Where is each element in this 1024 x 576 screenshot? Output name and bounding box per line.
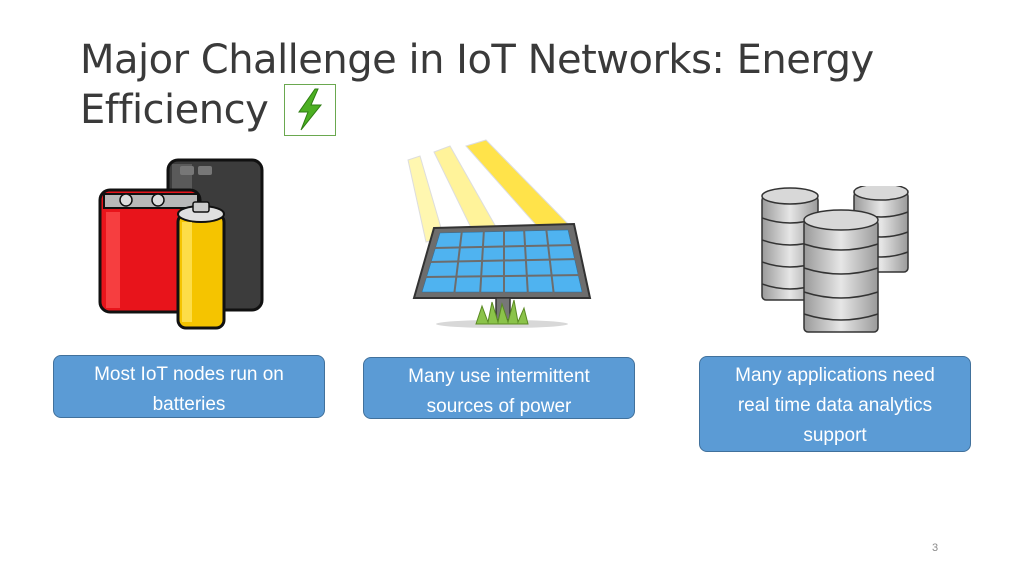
- batteries-box-text: Most IoT nodes run on batteries: [94, 364, 284, 415]
- batteries-icon: [98, 158, 264, 330]
- power-sources-box: Many use intermittent sources of power: [363, 357, 635, 419]
- slide-title-line2: Efficiency: [80, 87, 269, 133]
- lightning-bolt-icon: [284, 84, 337, 136]
- slide-title-line2-row: Efficiency: [80, 84, 337, 136]
- power-sources-box-text: Many use intermittent sources of power: [408, 366, 590, 417]
- analytics-box-text: Many applications need real time data an…: [735, 365, 935, 446]
- page-number: 3: [932, 542, 939, 554]
- solar-panel-icon: [407, 139, 592, 328]
- slide-title-line1: Major Challenge in IoT Networks: Energy: [80, 37, 874, 83]
- analytics-box: Many applications need real time data an…: [699, 356, 971, 452]
- slide-title: Major Challenge in IoT Networks: Energy …: [80, 36, 940, 136]
- database-icon: [761, 186, 909, 333]
- batteries-box: Most IoT nodes run on batteries: [53, 355, 325, 418]
